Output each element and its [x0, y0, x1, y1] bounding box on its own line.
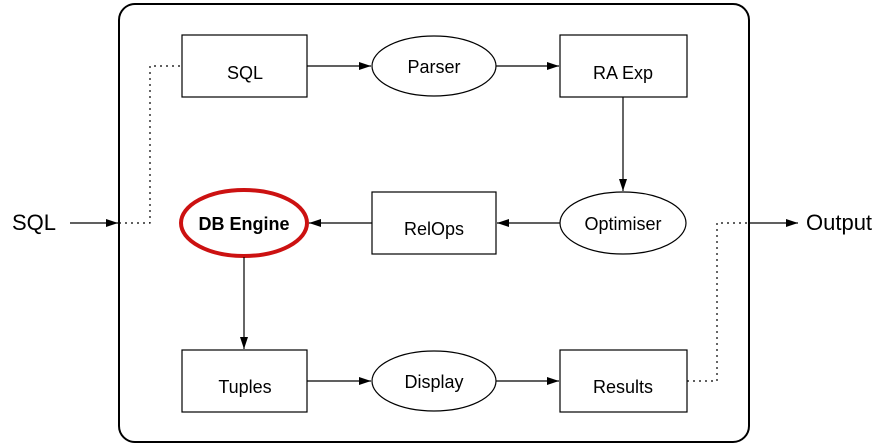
results-label: Results	[593, 377, 653, 397]
tuples-label: Tuples	[218, 377, 271, 397]
output-label: Output	[806, 210, 872, 235]
relops-box	[371, 191, 497, 255]
sql-box-label: SQL	[227, 63, 263, 83]
ra-exp-label: RA Exp	[593, 63, 653, 83]
display-label: Display	[404, 372, 463, 392]
parser-label: Parser	[407, 57, 460, 77]
output-dotted-connector	[687, 222, 748, 382]
input-dotted-connector	[119, 65, 180, 224]
sql-box	[181, 34, 308, 98]
results-box	[559, 349, 688, 413]
db-engine-label: DB Engine	[198, 214, 289, 234]
relops-label: RelOps	[404, 219, 464, 239]
optimiser-label: Optimiser	[584, 214, 661, 234]
ra-exp-box	[559, 34, 688, 98]
db-engine-ellipse	[179, 188, 309, 258]
input-label: SQL	[12, 210, 56, 235]
